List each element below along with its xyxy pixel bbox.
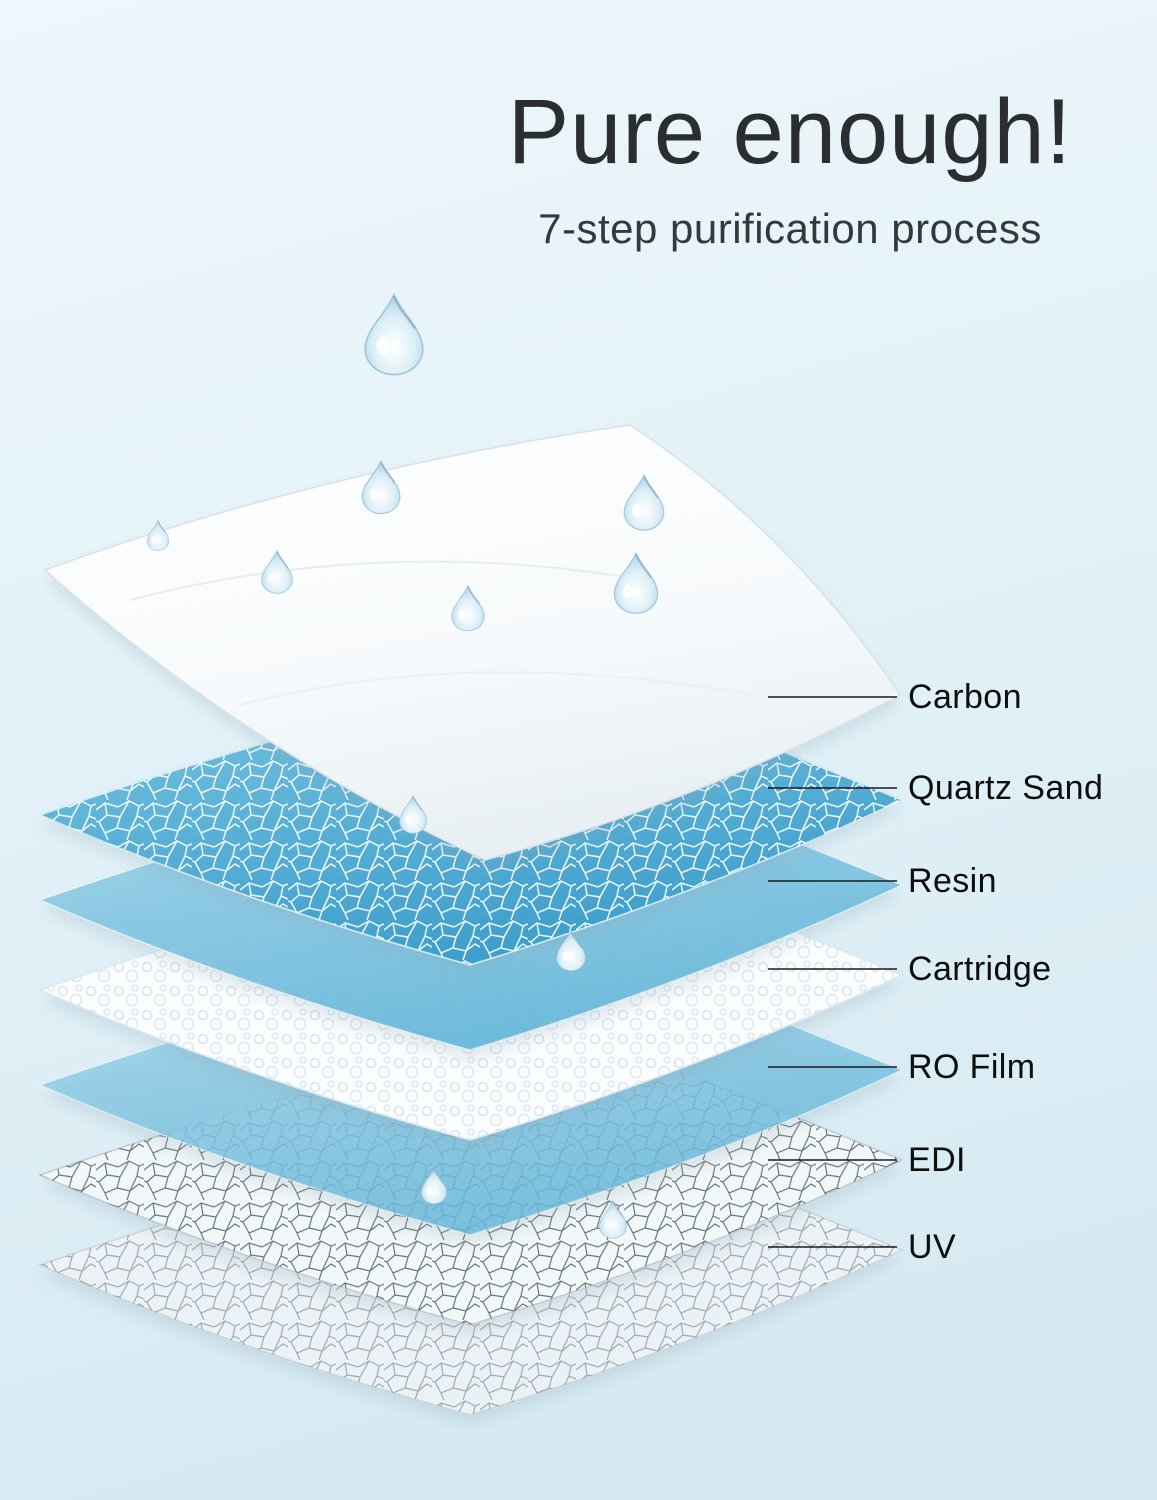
layer-label-quartz-sand: Quartz Sand [908, 769, 1104, 807]
layer-label-cartridge: Cartridge [908, 950, 1052, 988]
layer-label-edi: EDI [908, 1141, 966, 1179]
layer-label-resin: Resin [908, 862, 997, 900]
water-drop-icon [364, 293, 424, 376]
page-title: Pure enough! [507, 81, 1073, 183]
water-drop-icon [146, 520, 170, 552]
layer-label-uv: UV [908, 1228, 957, 1266]
header: Pure enough! 7-step purification process [440, 84, 1140, 253]
leader-lines [768, 696, 897, 1248]
layer-carbon [43, 424, 902, 870]
page-subtitle: 7-step purification process [538, 204, 1042, 252]
layer-label-carbon: Carbon [908, 678, 1022, 716]
layer-label-ro-film: RO Film [908, 1048, 1036, 1086]
filter-layers [37, 424, 904, 1425]
